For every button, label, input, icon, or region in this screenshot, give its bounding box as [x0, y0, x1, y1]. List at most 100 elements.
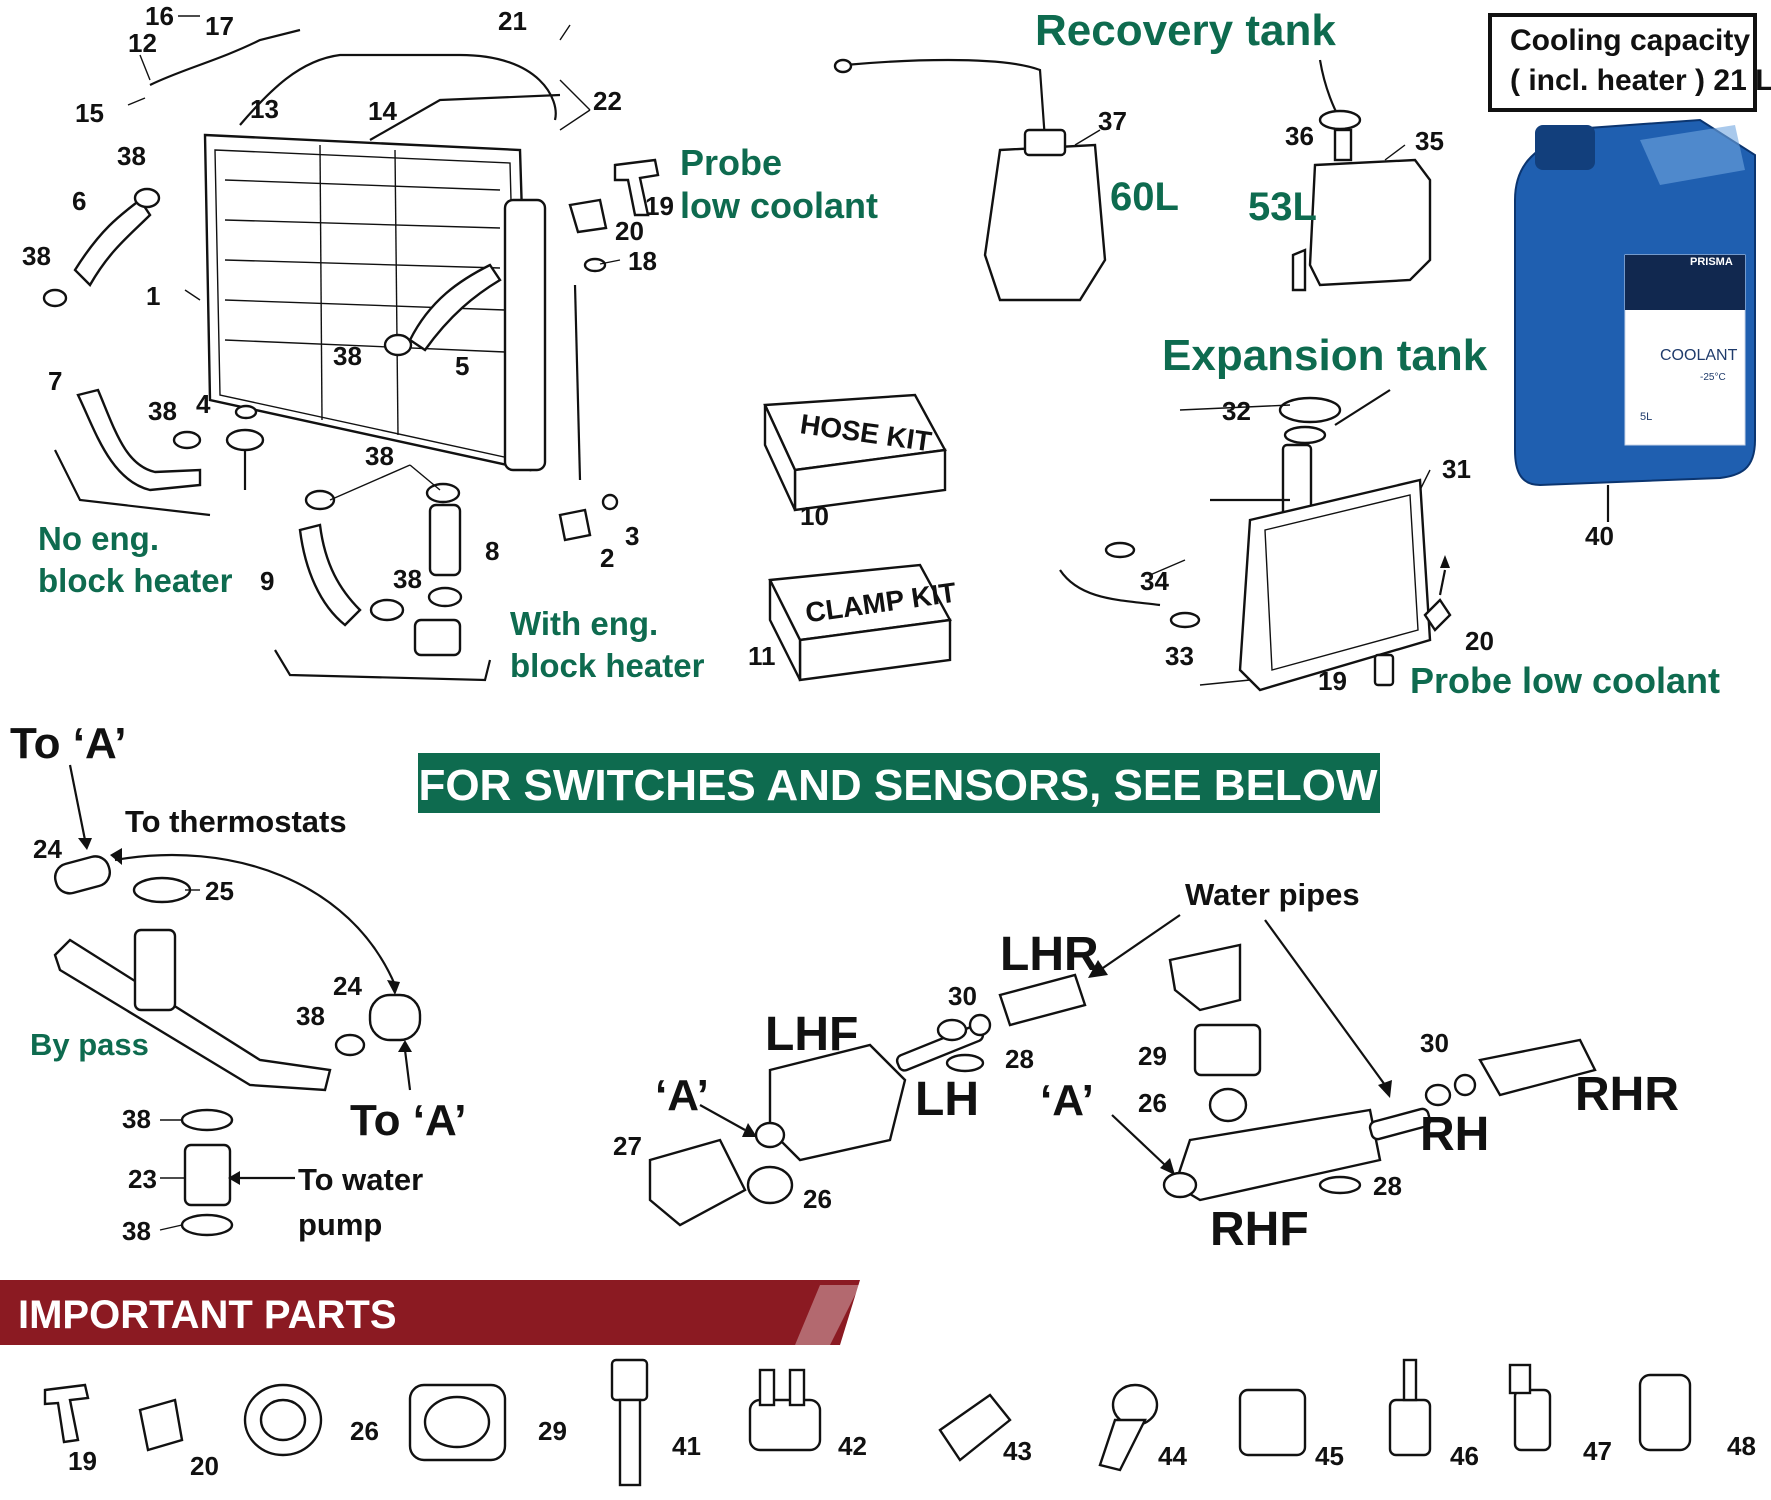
part-number: 12 — [128, 28, 157, 58]
coolant-container — [1488, 13, 1757, 522]
coolant-label: COOLANT — [1660, 347, 1738, 364]
part-number: 6 — [72, 186, 86, 216]
part-number: 38 — [393, 564, 422, 594]
part-number: 38 — [148, 396, 177, 426]
part-number: 28 — [1373, 1171, 1402, 1201]
part-number: 2 — [600, 543, 614, 573]
part-number: 13 — [250, 94, 279, 124]
part-number: 26 — [1138, 1088, 1167, 1118]
banner-bar — [418, 753, 1380, 813]
hose-6 — [73, 198, 152, 287]
part-number: 48 — [1727, 1431, 1756, 1461]
coolant-volume: 5L — [1640, 411, 1652, 423]
expansion-tank — [1059, 389, 1452, 692]
no-block-heater-2: block heater — [38, 562, 233, 599]
to-water-1: To water — [298, 1162, 423, 1197]
part-number: 9 — [260, 566, 274, 596]
clamp-kit — [768, 563, 952, 682]
hose-kit — [763, 393, 947, 512]
important-parts-row — [43, 1358, 1692, 1487]
probe-19 — [613, 158, 660, 217]
leader-lines — [127, 15, 1431, 1231]
probe-label-full: Probe low coolant — [1410, 660, 1720, 701]
part-number: 4 — [196, 389, 211, 419]
volume-60: 60L — [1110, 175, 1179, 219]
overflow-hose — [239, 53, 557, 126]
part-numbers: 16 17 12 15 13 14 21 22 38 6 38 1 19 20 … — [22, 1, 1756, 1481]
recovery-tank-60l — [833, 58, 1107, 302]
part-number: 20 — [615, 216, 644, 246]
part-number: 38 — [122, 1104, 151, 1134]
part-number: 22 — [593, 86, 622, 116]
part-number: 46 — [1450, 1441, 1479, 1471]
to-thermostats: To thermostats — [125, 804, 347, 839]
to-a-bottom: To ‘A’ — [350, 1096, 467, 1145]
part-number: 42 — [838, 1431, 867, 1461]
bypass-assembly — [53, 764, 422, 1237]
part-number: 15 — [75, 98, 104, 128]
part-number: 14 — [368, 96, 397, 126]
part-number: 31 — [1442, 454, 1471, 484]
probe-label-1: Probe — [680, 142, 782, 183]
no-block-heater-1: No eng. — [38, 520, 159, 557]
part-number: 36 — [1285, 121, 1314, 151]
banner-text: FOR SWITCHES AND SENSORS, SEE BELOW — [418, 761, 1378, 810]
part-number: 26 — [350, 1416, 379, 1446]
part-number: 24 — [333, 971, 362, 1001]
expansion-tank-heading: Expansion tank — [1162, 331, 1488, 380]
probe-label-2: low coolant — [680, 185, 878, 226]
part-number: 41 — [672, 1431, 701, 1461]
to-water-2: pump — [298, 1207, 382, 1242]
part-number: 29 — [538, 1416, 567, 1446]
part-number: 19 — [645, 191, 674, 221]
by-pass: By pass — [30, 1027, 149, 1062]
capacity-line-1: Cooling capacity — [1510, 24, 1750, 57]
part-number: 24 — [33, 834, 62, 864]
part-number: 19 — [68, 1446, 97, 1476]
with-block-heater-1: With eng. — [510, 605, 658, 642]
part-number: 18 — [628, 246, 657, 276]
with-block-heater-2: block heater — [510, 647, 705, 684]
part-number: 7 — [48, 366, 62, 396]
capacity-box — [1488, 13, 1757, 112]
part-number: 38 — [365, 441, 394, 471]
part-number: 44 — [1158, 1441, 1187, 1471]
recovery-tank-heading: Recovery tank — [1035, 6, 1336, 55]
recovery-tank-53l — [1291, 59, 1432, 292]
radiator-side-tank — [503, 198, 547, 472]
coolant-brand: PRISMA — [1690, 256, 1733, 268]
part-number: 35 — [1415, 126, 1444, 156]
capacity-line-2: ( incl. heater ) 21 L — [1510, 64, 1771, 97]
part-number: 37 — [1098, 106, 1127, 136]
part-number: 27 — [613, 1131, 642, 1161]
pipe-label-texts: To ‘A’ To thermostats By pass To ‘A’ To … — [10, 719, 1679, 1256]
part-number: 28 — [1005, 1044, 1034, 1074]
important-parts-heading: IMPORTANT PARTS — [18, 1293, 397, 1337]
part-number: 20 — [1465, 626, 1494, 656]
part-number: 11 — [748, 641, 776, 671]
water-pipes-label: Water pipes — [1185, 877, 1360, 912]
rh-label: RH — [1420, 1108, 1489, 1161]
part-number: 33 — [1165, 641, 1194, 671]
drain-pipe — [573, 284, 582, 481]
tap-2 — [558, 508, 592, 542]
part-number: 29 — [1138, 1041, 1167, 1071]
part-number: 5 — [455, 351, 469, 381]
important-parts-bar — [0, 1280, 860, 1345]
part-number: 19 — [1318, 666, 1347, 696]
hose-7 — [54, 388, 265, 517]
rhr-label: RHR — [1575, 1068, 1679, 1121]
part-number: 32 — [1222, 396, 1251, 426]
part-number: 26 — [803, 1184, 832, 1214]
part-number: 40 — [1585, 521, 1614, 551]
part-number: 38 — [22, 241, 51, 271]
probe-20 — [568, 198, 608, 234]
lhr-label: LHR — [1000, 928, 1099, 981]
part-number: 25 — [205, 876, 234, 906]
hose-9-assembly — [274, 482, 619, 682]
fitting-8 — [428, 503, 462, 577]
part-number: 38 — [333, 341, 362, 371]
part-number: 34 — [1140, 566, 1169, 596]
lhf-label: LHF — [765, 1008, 858, 1061]
